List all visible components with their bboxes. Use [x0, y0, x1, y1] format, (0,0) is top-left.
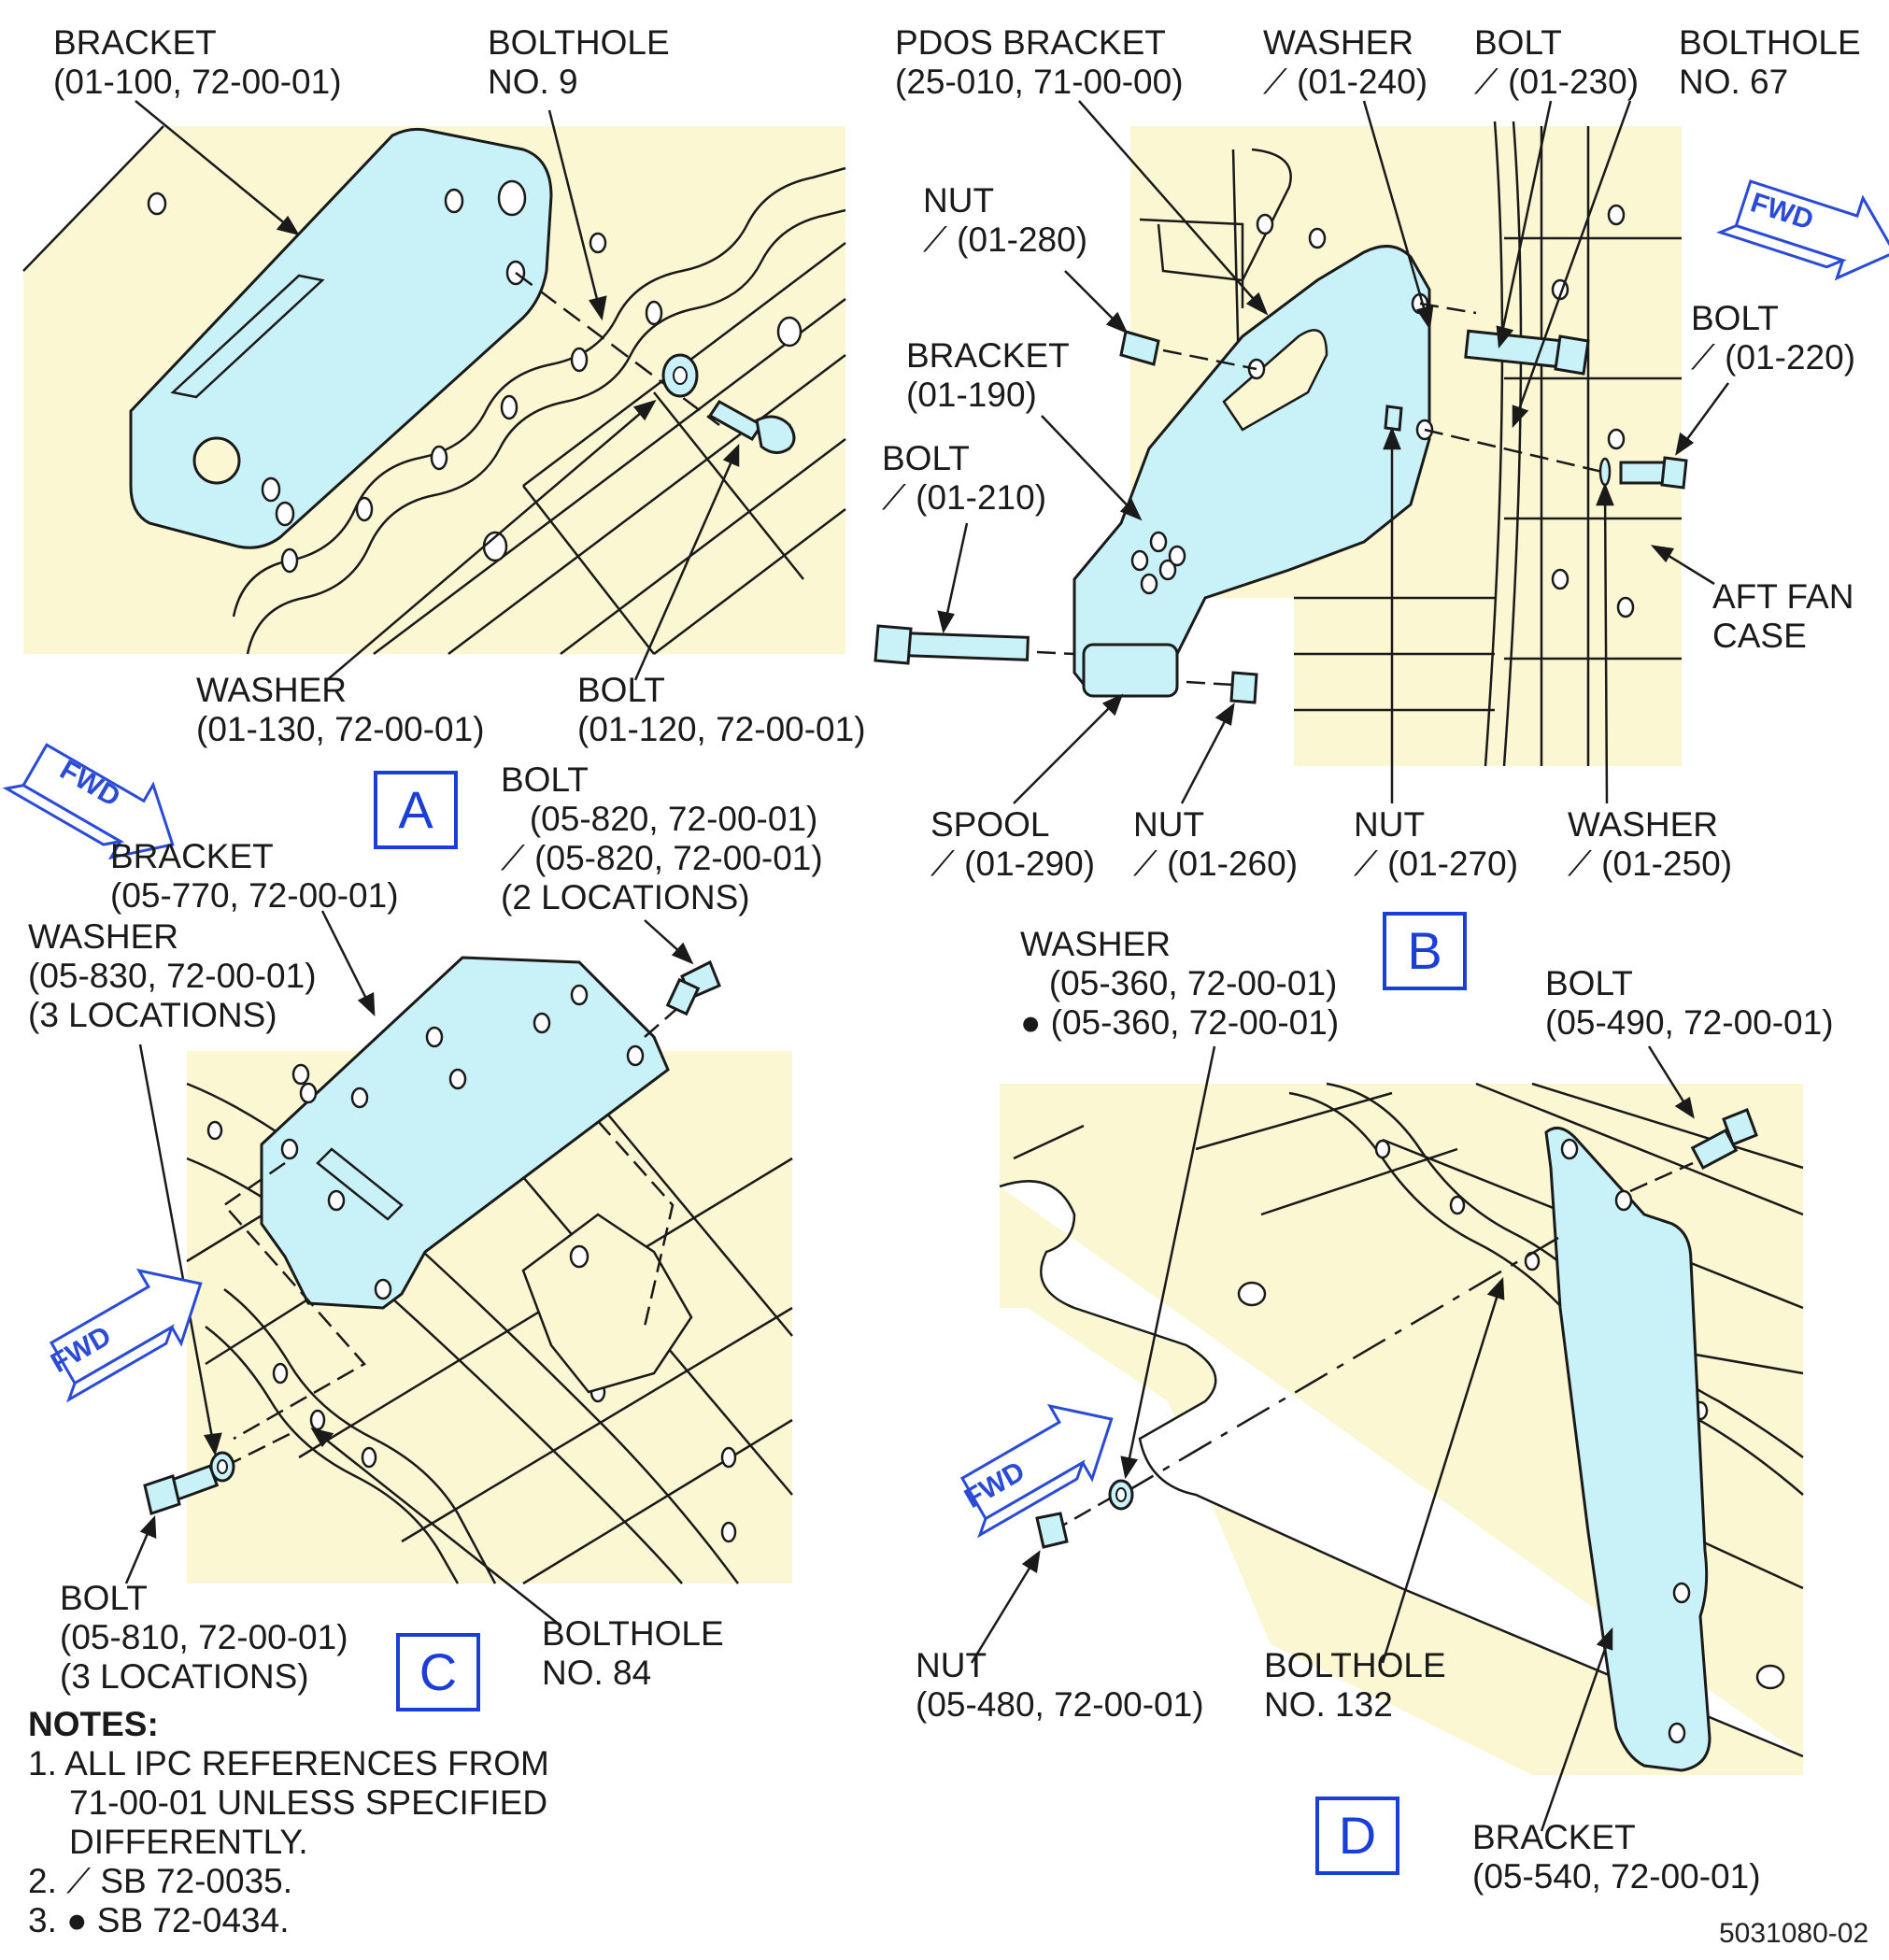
view-b-nut-280-label: NUT ⟋ (01-280) — [923, 181, 1088, 259]
view-b-nut-260-label: NUT ⟋ (01-260) — [1133, 805, 1299, 883]
view-a-bracket-label: BRACKET (01-100, 72-00-01) — [53, 23, 342, 101]
view-a-bolthole-label: BOLTHOLE NO. 9 — [488, 23, 670, 101]
view-b-aft-fan-case-label: AFT FAN CASE — [1712, 577, 1854, 655]
view-c-bolt-820-label: BOLT (05-820, 72-00-01) ⟋ (05-820, 72-00… — [501, 760, 823, 916]
view-a-art — [1, 100, 846, 883]
view-a-bolt-label: BOLT (01-120, 72-00-01) — [577, 671, 866, 748]
note-3: 3. ● SB 72-0434. — [28, 1901, 290, 1939]
view-a-washer-label: WASHER (01-130, 72-00-01) — [196, 671, 485, 748]
view-c-bolthole-84-label: BOLTHOLE NO. 84 — [542, 1614, 724, 1692]
view-b-washer-250-label: WASHER ⟋ (01-250) — [1568, 805, 1733, 883]
view-d-bracket-540-label: BRACKET (05-540, 72-00-01) — [1472, 1818, 1761, 1896]
view-a-letter-box: A — [374, 771, 458, 849]
view-c-letter-box: C — [396, 1633, 480, 1711]
view-b-art — [873, 100, 1889, 804]
view-c-bolt-810-label: BOLT (05-810, 72-00-01) (3 LOCATIONS) — [60, 1579, 348, 1696]
view-d-art — [940, 1045, 1804, 1832]
view-b-bolt-210-label: BOLT ⟋ (01-210) — [882, 439, 1047, 517]
note-1-line-1: 1. ALL IPC REFERENCES FROM — [28, 1744, 549, 1782]
view-d-bolt-490-label: BOLT (05-490, 72-00-01) — [1545, 964, 1834, 1042]
note-2: 2. ⟋ SB 72-0035. — [28, 1862, 293, 1900]
view-c-art — [29, 910, 793, 1626]
view-b-bracket-190-label: BRACKET (01-190) — [906, 336, 1070, 414]
view-b-bolthole-67-label: BOLTHOLE NO. 67 — [1679, 23, 1861, 101]
view-b-nut-270-label: NUT ⟋ (01-270) — [1354, 805, 1519, 883]
view-d-bolthole-132-label: BOLTHOLE NO. 132 — [1264, 1646, 1446, 1724]
view-d-washer-360-label: WASHER (05-360, 72-00-01) ● (05-360, 72-… — [1020, 925, 1340, 1042]
view-b-pdos-bracket-label: PDOS BRACKET (25-010, 71-00-00) — [895, 23, 1184, 101]
view-d-letter-box: D — [1315, 1797, 1399, 1875]
view-b-washer-240-label: WASHER ⟋ (01-240) — [1263, 23, 1428, 101]
note-1-line-3: DIFFERENTLY. — [69, 1823, 308, 1861]
view-b-letter-box: B — [1383, 912, 1467, 990]
view-c-washer-830-label: WASHER (05-830, 72-00-01) (3 LOCATIONS) — [28, 917, 317, 1034]
view-b-bolt-220-label: BOLT ⟋ (01-220) — [1691, 299, 1856, 376]
note-1-line-2: 71-00-01 UNLESS SPECIFIED — [69, 1783, 548, 1822]
view-b-bolt-230-label: BOLT ⟋ (01-230) — [1474, 23, 1640, 101]
view-c-bracket-770-label: BRACKET (05-770, 72-00-01) — [110, 837, 399, 915]
notes-heading: NOTES: — [28, 1705, 159, 1743]
view-b-spool-290-label: SPOOL ⟋ (01-290) — [930, 805, 1096, 883]
view-d-nut-480-label: NUT (05-480, 72-00-01) — [916, 1646, 1204, 1724]
notes-block: NOTES: 1. ALL IPC REFERENCES FROM 71-00-… — [28, 1705, 549, 1940]
figure-number: 5031080-02 — [1719, 1918, 1869, 1949]
